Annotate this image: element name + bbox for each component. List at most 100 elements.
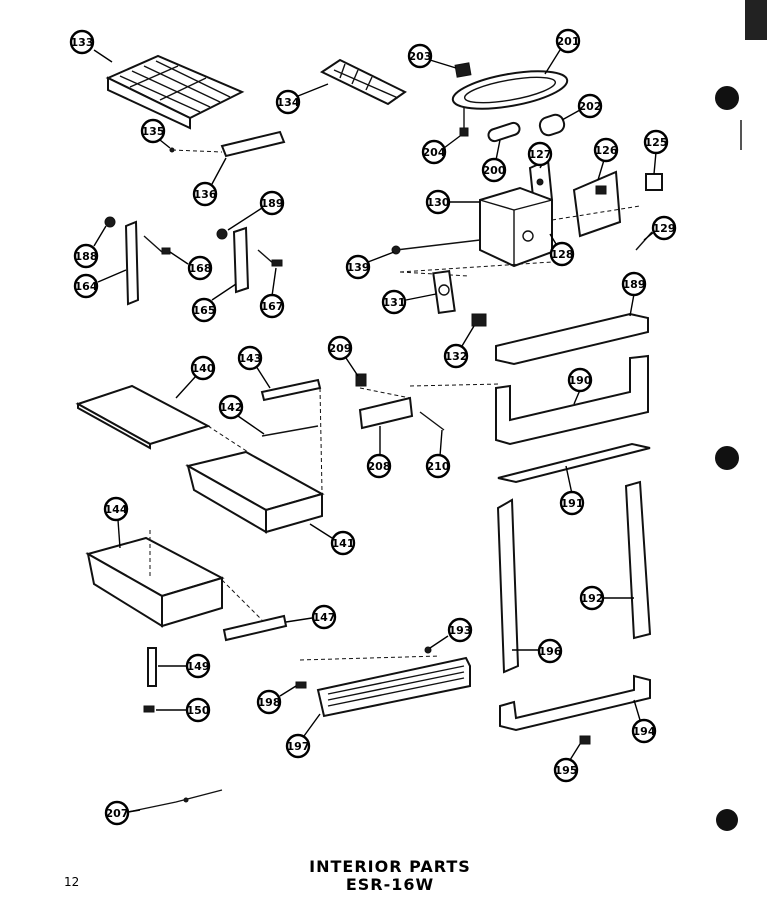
callout-190: 190: [567, 367, 593, 405]
svg-text:204: 204: [423, 146, 446, 159]
svg-text:203: 203: [409, 50, 432, 63]
svg-text:132: 132: [445, 350, 468, 363]
svg-text:197: 197: [287, 740, 310, 753]
svg-text:131: 131: [383, 296, 406, 309]
callout-201: 201: [544, 28, 581, 75]
svg-text:168: 168: [189, 262, 212, 275]
callout-188: 188: [73, 225, 107, 269]
svg-text:134: 134: [277, 96, 300, 109]
callout-133: 133: [69, 29, 113, 63]
callout-168: 168: [169, 251, 213, 281]
svg-text:198: 198: [258, 696, 281, 709]
svg-text:196: 196: [539, 645, 562, 658]
svg-text:194: 194: [633, 725, 656, 738]
callout-125: 125: [643, 129, 669, 175]
part-136-rail: [220, 130, 286, 158]
svg-text:142: 142: [220, 401, 243, 414]
svg-text:125: 125: [645, 136, 668, 149]
callout-150: 150: [156, 697, 211, 723]
svg-text:165: 165: [193, 304, 216, 317]
callout-208: 208: [366, 426, 392, 479]
part-134-ice-tray: [319, 58, 407, 106]
callout-189-upper: 189: [227, 190, 285, 231]
callout-198: 198: [256, 685, 297, 715]
callout-194: 194: [631, 699, 657, 744]
svg-text:127: 127: [529, 148, 552, 161]
callout-203: 203: [407, 43, 457, 69]
callout-164: 164: [73, 269, 127, 299]
callout-143: 143: [237, 345, 271, 389]
model-number: ESR-16W: [345, 875, 435, 894]
callout-131: 131: [381, 289, 437, 315]
scan-artifacts: [715, 0, 767, 831]
callout-147: 147: [285, 604, 337, 630]
svg-text:193: 193: [449, 624, 472, 637]
callout-149: 149: [158, 653, 211, 679]
svg-text:167: 167: [261, 300, 284, 313]
svg-text:126: 126: [595, 144, 618, 157]
callout-202: 202: [561, 93, 603, 121]
svg-text:150: 150: [187, 704, 210, 717]
callout-197: 197: [285, 713, 321, 759]
svg-text:143: 143: [239, 352, 262, 365]
part-133-freezer-shelf: [105, 54, 245, 130]
callout-134: 134: [275, 83, 329, 115]
callout-140: 140: [175, 355, 216, 399]
svg-text:188: 188: [75, 250, 98, 263]
callout-142: 142: [218, 394, 265, 435]
callout-141: 141: [309, 523, 356, 556]
callout-126-upper: 126: [593, 137, 619, 181]
svg-text:130: 130: [427, 196, 450, 209]
callout-136: 136: [192, 157, 227, 207]
callout-193: 193: [429, 617, 473, 649]
svg-text:208: 208: [368, 460, 391, 473]
diagram-title: INTERIOR PARTS ESR-16W: [300, 858, 480, 894]
svg-text:135: 135: [142, 125, 165, 138]
svg-text:189: 189: [623, 278, 646, 291]
callout-192: 192: [579, 585, 634, 611]
svg-text:149: 149: [187, 660, 210, 673]
callout-130: 130: [425, 189, 480, 215]
callout-144: 144: [103, 496, 129, 549]
callout-204: 204: [421, 135, 461, 165]
part-drawings: [75, 54, 663, 813]
svg-text:164: 164: [75, 280, 98, 293]
svg-text:207: 207: [106, 807, 129, 820]
callout-209: 209: [327, 335, 359, 377]
svg-text:202: 202: [579, 100, 602, 113]
callout-210: 210: [425, 429, 451, 479]
svg-text:141: 141: [332, 537, 355, 550]
svg-text:129: 129: [653, 222, 676, 235]
callout-189: 189: [621, 271, 647, 317]
svg-text:144: 144: [105, 503, 128, 516]
callout-128: 128: [549, 233, 575, 267]
svg-text:200: 200: [483, 164, 506, 177]
callout-165: 165: [191, 283, 237, 323]
callout-167: 167: [259, 267, 285, 319]
callout-129: 129: [643, 215, 677, 241]
svg-text:201: 201: [557, 35, 580, 48]
callout-166: 166: [0, 0, 23, 3]
callout-132: 132: [443, 325, 475, 369]
svg-text:133: 133: [71, 36, 94, 49]
svg-text:147: 147: [313, 611, 336, 624]
svg-text:136: 136: [194, 188, 217, 201]
callout-191: 191: [559, 465, 585, 516]
svg-text:191: 191: [561, 497, 584, 510]
svg-text:128: 128: [551, 248, 574, 261]
svg-text:210: 210: [427, 460, 450, 473]
callout-127: 127: [527, 141, 553, 169]
title-line-1: INTERIOR PARTS: [309, 857, 471, 876]
page-number: 12: [64, 875, 80, 889]
svg-text:190: 190: [569, 374, 592, 387]
callout-207: 207: [104, 800, 141, 826]
svg-text:209: 209: [329, 342, 352, 355]
svg-text:189: 189: [261, 197, 284, 210]
callout-200: 200: [481, 139, 507, 183]
callout-196: 196: [512, 638, 563, 664]
svg-text:195: 195: [555, 764, 578, 777]
callout-135: 135: [140, 118, 171, 149]
callout-139: 139: [345, 251, 395, 280]
svg-text:192: 192: [581, 592, 604, 605]
